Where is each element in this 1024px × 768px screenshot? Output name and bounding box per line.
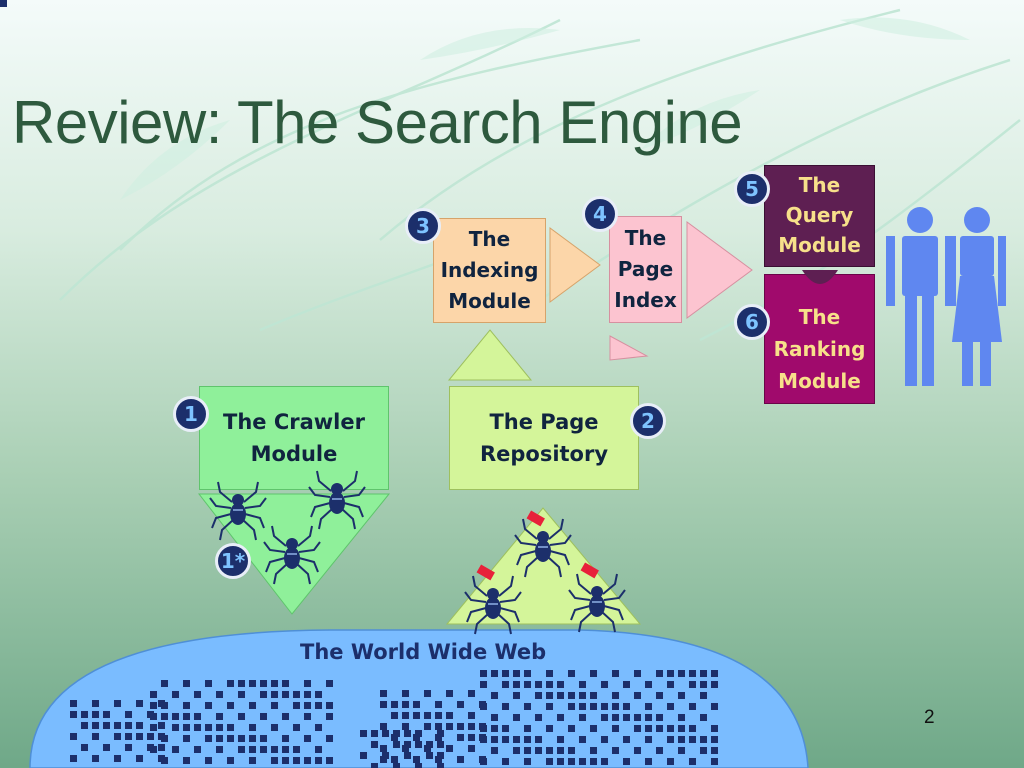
spider-icon	[514, 518, 572, 578]
badge-crawler-spiders: 1*	[215, 543, 251, 579]
indexing-module: The Indexing Module	[433, 218, 546, 323]
badge-crawler: 1	[173, 396, 209, 432]
page-number: 2	[924, 707, 935, 728]
world-wide-web	[29, 629, 809, 768]
badge-page-index: 4	[582, 196, 618, 232]
page-index-small-arrow	[609, 335, 649, 361]
ranking-module: The Ranking Module	[764, 274, 875, 404]
world-wide-web-label: The World Wide Web	[300, 640, 547, 664]
slide-title: Review: The Search Engine	[12, 89, 743, 156]
spider-icon	[263, 525, 321, 585]
page-repository: The Page Repository	[449, 386, 639, 490]
spider-icon	[209, 481, 267, 541]
spider-icon	[568, 573, 626, 633]
spider-icon	[308, 470, 366, 530]
world-map-dots	[0, 0, 718, 768]
badge-query: 5	[734, 171, 770, 207]
badge-repository: 2	[630, 403, 666, 439]
indexing-arrow	[549, 227, 601, 303]
badge-indexing: 3	[405, 208, 441, 244]
page-index-arrow	[686, 221, 753, 319]
query-module: The Query Module	[764, 165, 875, 267]
badge-ranking: 6	[734, 304, 770, 340]
page-index: The Page Index	[609, 216, 682, 323]
spider-icon	[464, 575, 522, 635]
user-icon-female	[948, 207, 1006, 386]
repository-up-arrow	[447, 329, 533, 381]
